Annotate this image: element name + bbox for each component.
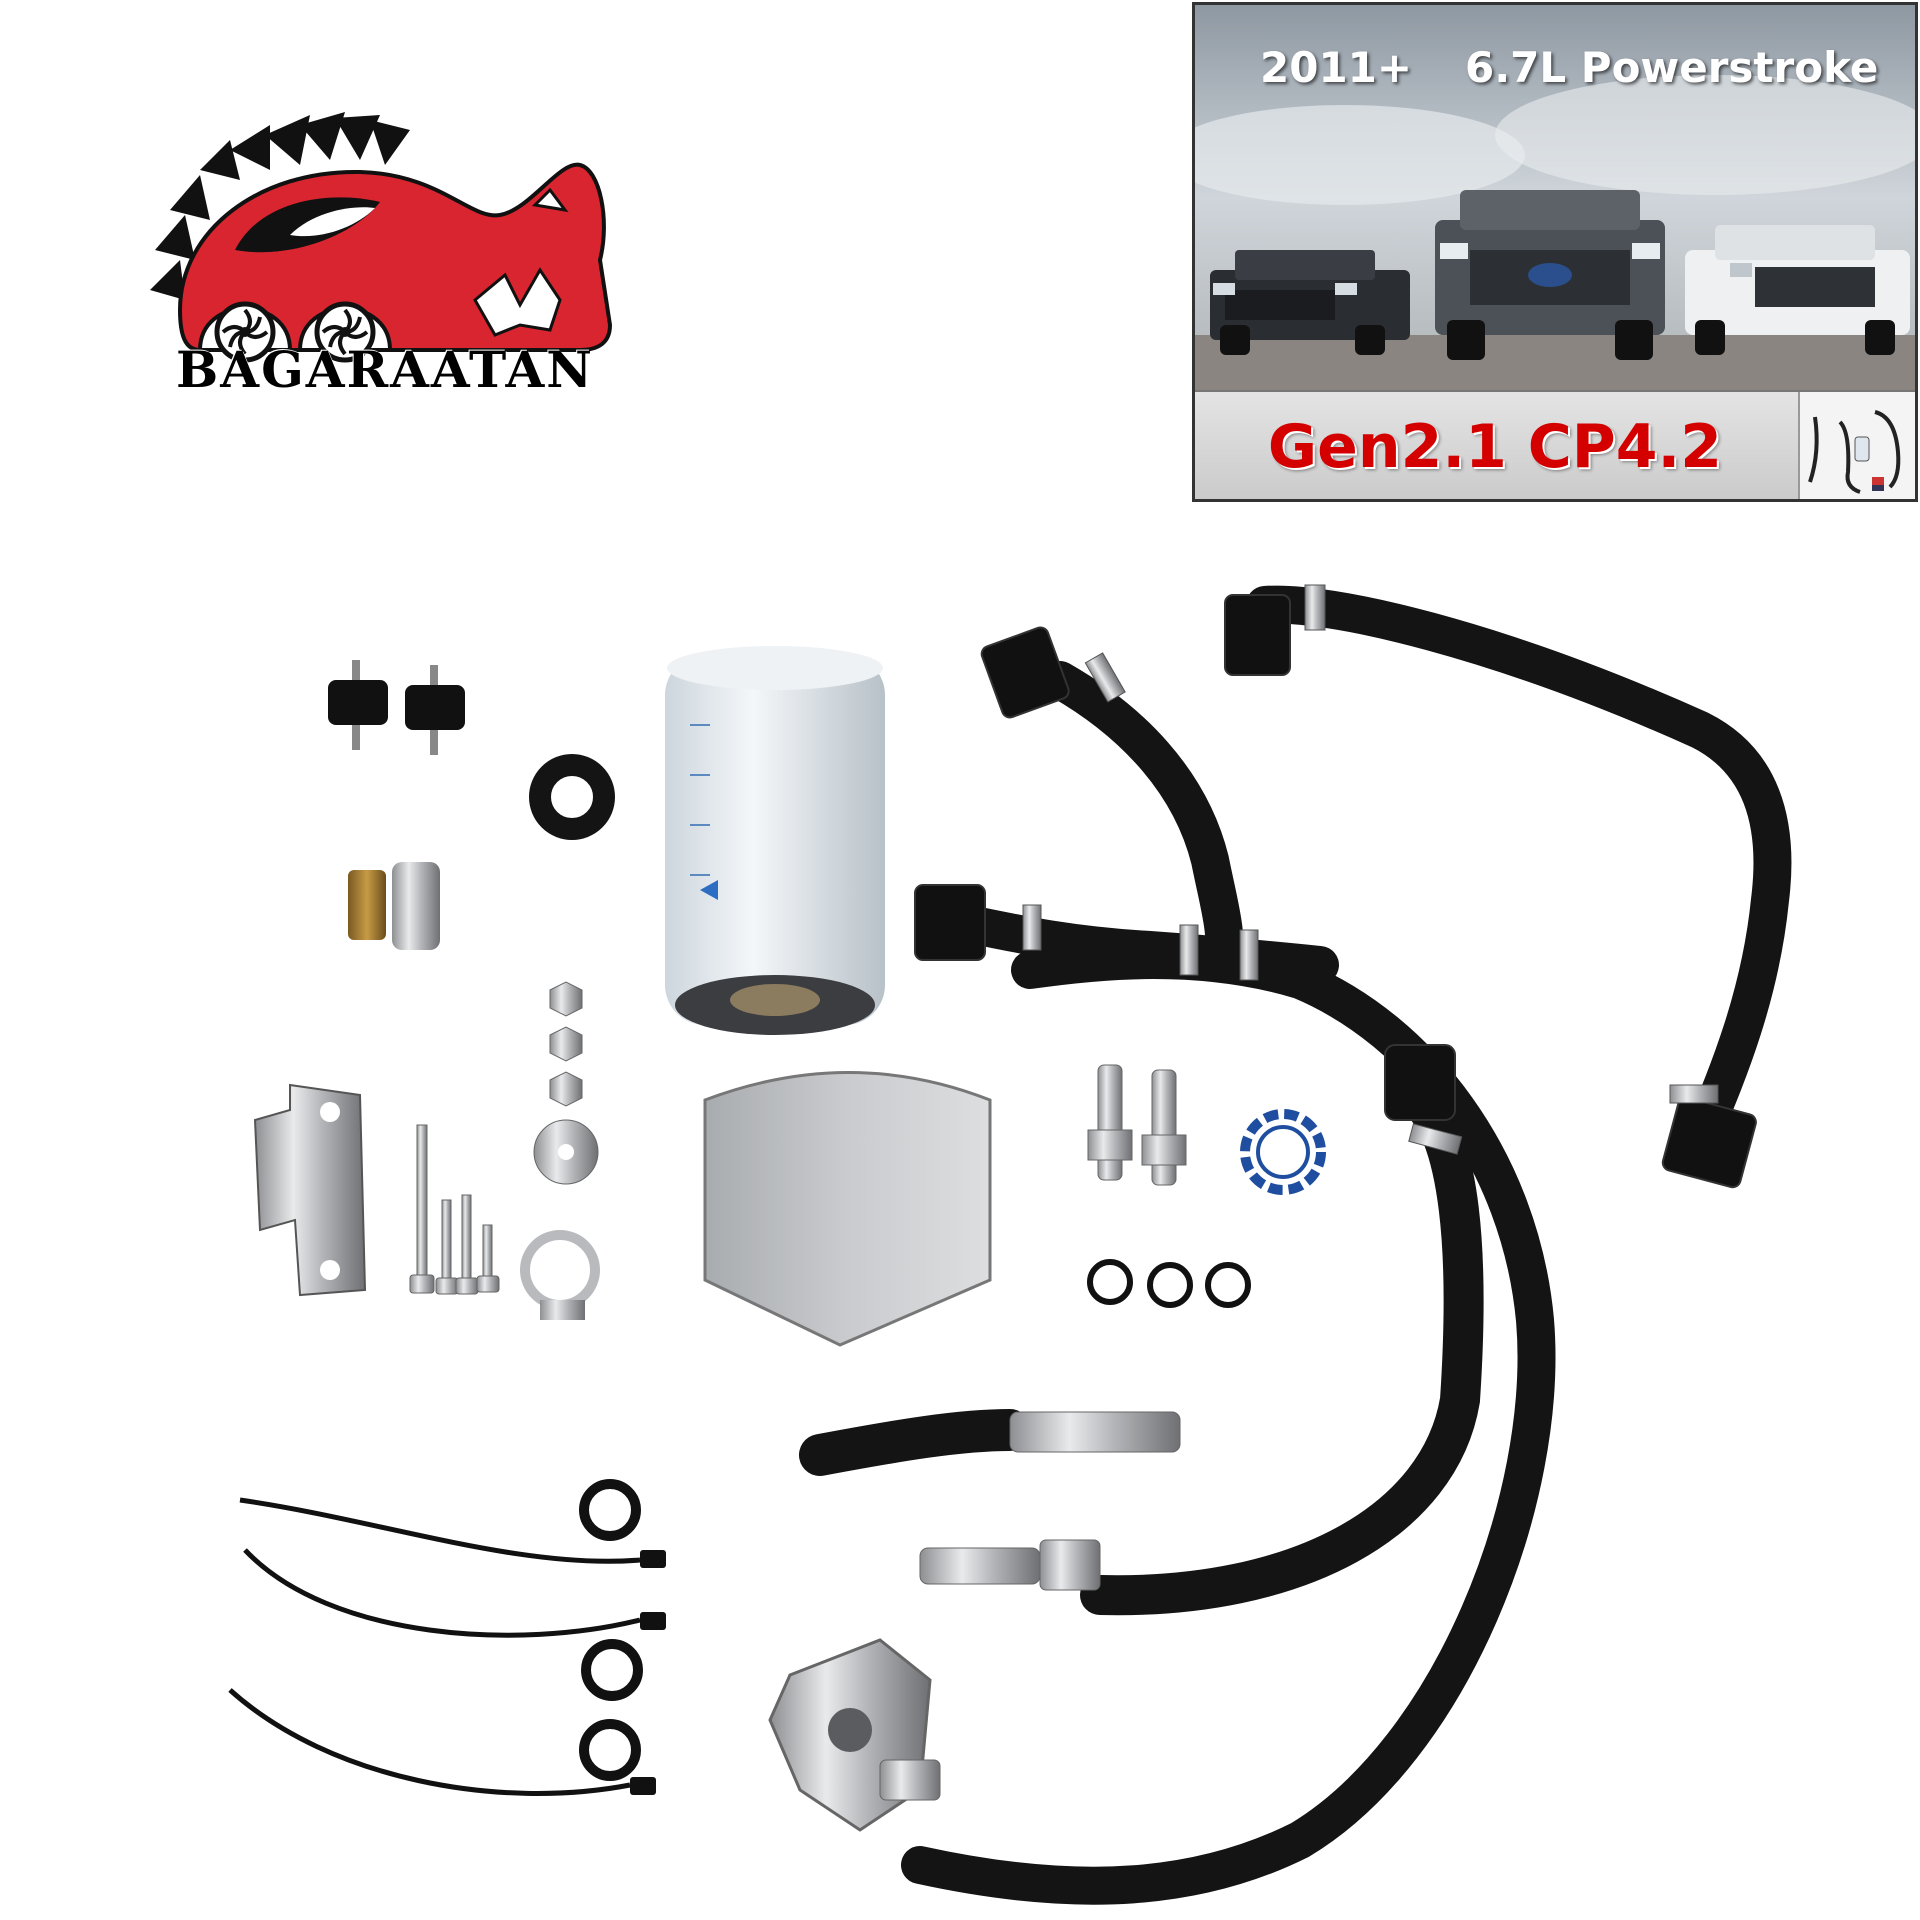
hose-clamp-icon <box>520 1230 600 1320</box>
fuel-filter-icon <box>665 646 885 1035</box>
promo-generation: Gen2.1 CP4.2 <box>1267 412 1723 482</box>
truck-left-icon <box>1210 250 1410 355</box>
truck-right-icon <box>1685 225 1910 355</box>
promo-title: 2011+ 6.7L Powerstroke <box>1195 43 1915 103</box>
bolts-icon <box>409 1124 500 1295</box>
o-rings-icon <box>1087 1259 1251 1308</box>
seal-ring-icon <box>529 754 615 840</box>
fittings-icon <box>348 862 440 950</box>
promo-footer-bar: Gen2.1 CP4.2 <box>1195 390 1915 499</box>
cable-tie-mounts-icon <box>579 1479 643 1781</box>
mounting-bracket-icon <box>253 1083 367 1297</box>
truck-center-icon <box>1435 190 1665 360</box>
hose-band-clamps-icon <box>1022 584 1719 1155</box>
quick-connect-fittings-icon <box>1087 1064 1187 1186</box>
cable-ties-icon <box>228 1497 641 1796</box>
billet-adapter-icon <box>768 1638 941 1832</box>
metal-tubes-icon <box>919 1411 1181 1591</box>
promo-engine: 6.7L Powerstroke <box>1465 43 1879 92</box>
trucks-photo <box>1195 5 1915 390</box>
mounting-plate-icon <box>703 1071 992 1347</box>
brand-logo-icon <box>150 112 613 363</box>
kit-thumbnail-icon <box>1798 392 1915 499</box>
brand-name: BAGARAATAN <box>176 340 594 399</box>
rubber-mounts-icon <box>328 660 465 755</box>
promo-year: 2011+ <box>1260 43 1413 92</box>
product-kit-photo <box>228 584 1792 1905</box>
hose-connectors-icon <box>914 594 1757 1189</box>
promo-banner: 2011+ 6.7L Powerstroke Gen2.1 CP4.2 <box>1192 2 1918 502</box>
spring-clip-icon <box>1240 1109 1326 1195</box>
